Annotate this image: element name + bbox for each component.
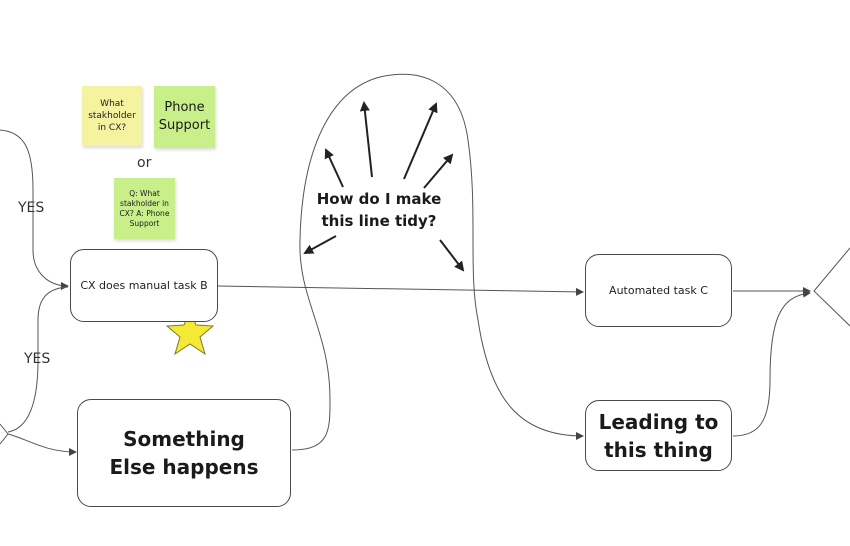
- sticky-note-stakeholder-question[interactable]: What stakholder in CX?: [82, 86, 142, 146]
- connector-loop-to-leading[interactable]: [291, 73, 584, 451]
- sticky-note-phone-support[interactable]: Phone Support: [154, 86, 215, 148]
- sticky-note-text: Q: What stakholder in CX? A: Phone Suppo…: [119, 188, 170, 228]
- arrow-ray: [423, 153, 454, 189]
- decision-diamond-right[interactable]: [813, 247, 850, 327]
- sticky-note-text: Phone Support: [158, 100, 211, 133]
- decision-diamond-edge: [0, 423, 9, 445]
- arrow-ray: [359, 101, 373, 178]
- sticky-note-text: What stakholder in CX?: [88, 99, 136, 133]
- star-icon[interactable]: [165, 307, 215, 356]
- or-label: or: [137, 155, 152, 171]
- connector-yes-top[interactable]: [0, 129, 69, 290]
- node-label: Leading to this thing: [598, 409, 719, 462]
- node-leading-to-this-thing[interactable]: Leading to this thing: [585, 400, 732, 471]
- arrow-ray: [439, 239, 465, 272]
- arrow-ray: [324, 148, 344, 188]
- connector-to-something-else[interactable]: [7, 433, 77, 456]
- sticky-note-combined[interactable]: Q: What stakholder in CX? A: Phone Suppo…: [114, 178, 175, 239]
- question-annotation[interactable]: How do I make this line tidy?: [316, 190, 442, 230]
- node-automated-task[interactable]: Automated task C: [585, 254, 732, 327]
- yes-label-bottom: YES: [24, 351, 51, 367]
- connector-manual-to-automated[interactable]: [217, 285, 584, 296]
- yes-label-top: YES: [18, 200, 45, 216]
- connector-yes-bottom[interactable]: [7, 286, 69, 433]
- node-label: Something Else happens: [109, 427, 259, 479]
- connector-leading-to-decision[interactable]: [732, 289, 811, 437]
- node-label: CX does manual task B: [80, 279, 208, 292]
- node-something-else[interactable]: Something Else happens: [77, 399, 291, 507]
- node-manual-task[interactable]: CX does manual task B: [70, 249, 218, 322]
- arrow-ray: [403, 102, 438, 180]
- arrow-ray: [303, 235, 337, 254]
- node-label: Automated task C: [609, 284, 708, 297]
